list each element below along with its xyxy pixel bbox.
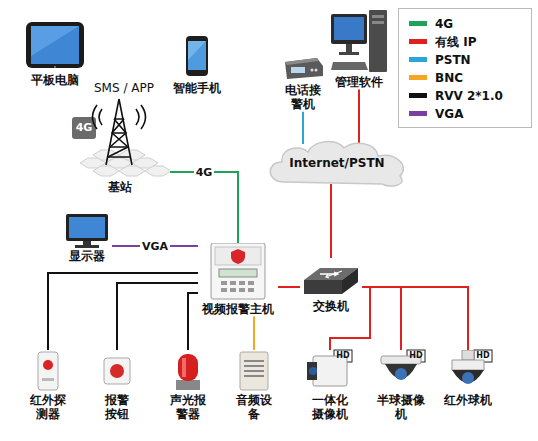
legend-box: 4G有线 IPPSTNBNCRVV 2*1.0VGA bbox=[398, 8, 532, 128]
cable-line bbox=[117, 283, 198, 350]
device-label: 基站 bbox=[100, 180, 140, 194]
cable-line bbox=[330, 287, 370, 350]
legend-swatch bbox=[409, 75, 427, 80]
speaker-icon bbox=[234, 350, 274, 392]
device-node: 基站 bbox=[70, 95, 170, 194]
button-icon bbox=[100, 350, 134, 392]
tower-icon bbox=[70, 95, 170, 179]
device-label: 交换机 bbox=[306, 299, 356, 313]
device-label: 红外探测器 bbox=[28, 393, 68, 422]
legend-text: BNC bbox=[435, 69, 463, 87]
device-label: 管理软件 bbox=[332, 75, 386, 89]
device-label: Internet/PSTN bbox=[261, 156, 413, 170]
legend-row: RVV 2*1.0 bbox=[399, 87, 531, 105]
legend-row: 有线 IP bbox=[399, 33, 531, 51]
device-label: 声光报警器 bbox=[168, 393, 208, 422]
device-label: 视频报警主机 bbox=[199, 302, 277, 316]
monitor-icon bbox=[62, 212, 112, 248]
hd-text: HD bbox=[407, 350, 425, 362]
legend-text: 4G bbox=[435, 15, 453, 33]
legend-text: PSTN bbox=[435, 51, 471, 69]
cable-line bbox=[170, 172, 238, 243]
cable-label: 4G bbox=[194, 166, 215, 179]
device-label: 一体化摄像机 bbox=[310, 393, 350, 422]
sw-icon bbox=[300, 258, 362, 298]
badge-text: 4G bbox=[72, 117, 96, 139]
host-icon bbox=[199, 243, 277, 301]
device-node: Internet/PSTN bbox=[261, 138, 413, 188]
device-label: 电话接警机 bbox=[283, 83, 323, 112]
device-label: 音频设备 bbox=[234, 393, 274, 422]
legend-swatch bbox=[409, 21, 427, 26]
device-label: 显示器 bbox=[67, 249, 107, 263]
cable-line bbox=[362, 287, 468, 350]
device-node: 平板电脑 bbox=[18, 20, 92, 87]
device-node: 电话接警机 bbox=[280, 52, 326, 112]
legend-swatch bbox=[409, 93, 427, 98]
cable-line bbox=[302, 112, 304, 144]
legend-text: RVV 2*1.0 bbox=[435, 87, 503, 105]
legend-text: 有线 IP bbox=[435, 33, 476, 51]
legend-swatch bbox=[409, 57, 427, 62]
siren-icon bbox=[168, 350, 208, 392]
detector-icon bbox=[28, 350, 68, 392]
cable-line bbox=[48, 273, 198, 350]
cable-line bbox=[330, 184, 332, 258]
legend-swatch bbox=[409, 111, 427, 116]
pc-icon bbox=[331, 10, 387, 74]
device-node: 声光报警器 bbox=[167, 350, 209, 422]
device-node: 交换机 bbox=[300, 258, 362, 313]
cable-label: VGA bbox=[140, 240, 170, 253]
hd-text: HD bbox=[334, 350, 352, 362]
device-node: 视频报警主机 bbox=[198, 243, 278, 316]
device-node: 报警按钮 bbox=[100, 350, 134, 422]
cable-line bbox=[358, 89, 360, 144]
cable-line bbox=[253, 316, 255, 350]
device-node: 智能手机 bbox=[169, 34, 225, 95]
legend-row: VGA bbox=[399, 105, 531, 123]
device-label: 红外球机 bbox=[440, 393, 496, 407]
cable-line bbox=[278, 286, 300, 288]
device-label: 平板电脑 bbox=[25, 73, 85, 87]
device-node: 显示器 bbox=[62, 212, 112, 263]
desk-icon bbox=[281, 52, 325, 82]
cable-line bbox=[188, 293, 198, 350]
device-label: 报警按钮 bbox=[103, 393, 131, 422]
legend-text: VGA bbox=[435, 105, 463, 123]
device-label: 半球摄像机 bbox=[375, 393, 427, 422]
device-node: 一体化摄像机 bbox=[305, 350, 355, 422]
hd-text: HD bbox=[474, 350, 492, 362]
legend-row: BNC bbox=[399, 69, 531, 87]
tablet-icon bbox=[20, 20, 90, 72]
legend-row: PSTN bbox=[399, 51, 531, 69]
legend-swatch bbox=[409, 39, 427, 44]
legend-row: 4G bbox=[399, 15, 531, 33]
device-node: 红外探测器 bbox=[27, 350, 69, 422]
device-node: 管理软件 bbox=[330, 10, 388, 89]
cable-line bbox=[362, 287, 401, 350]
device-label: 智能手机 bbox=[170, 81, 224, 95]
device-node: 音频设备 bbox=[233, 350, 275, 422]
phone-icon bbox=[172, 34, 222, 80]
device-node: 半球摄像机 bbox=[374, 350, 428, 422]
channel-label: SMS / APP bbox=[94, 80, 144, 96]
